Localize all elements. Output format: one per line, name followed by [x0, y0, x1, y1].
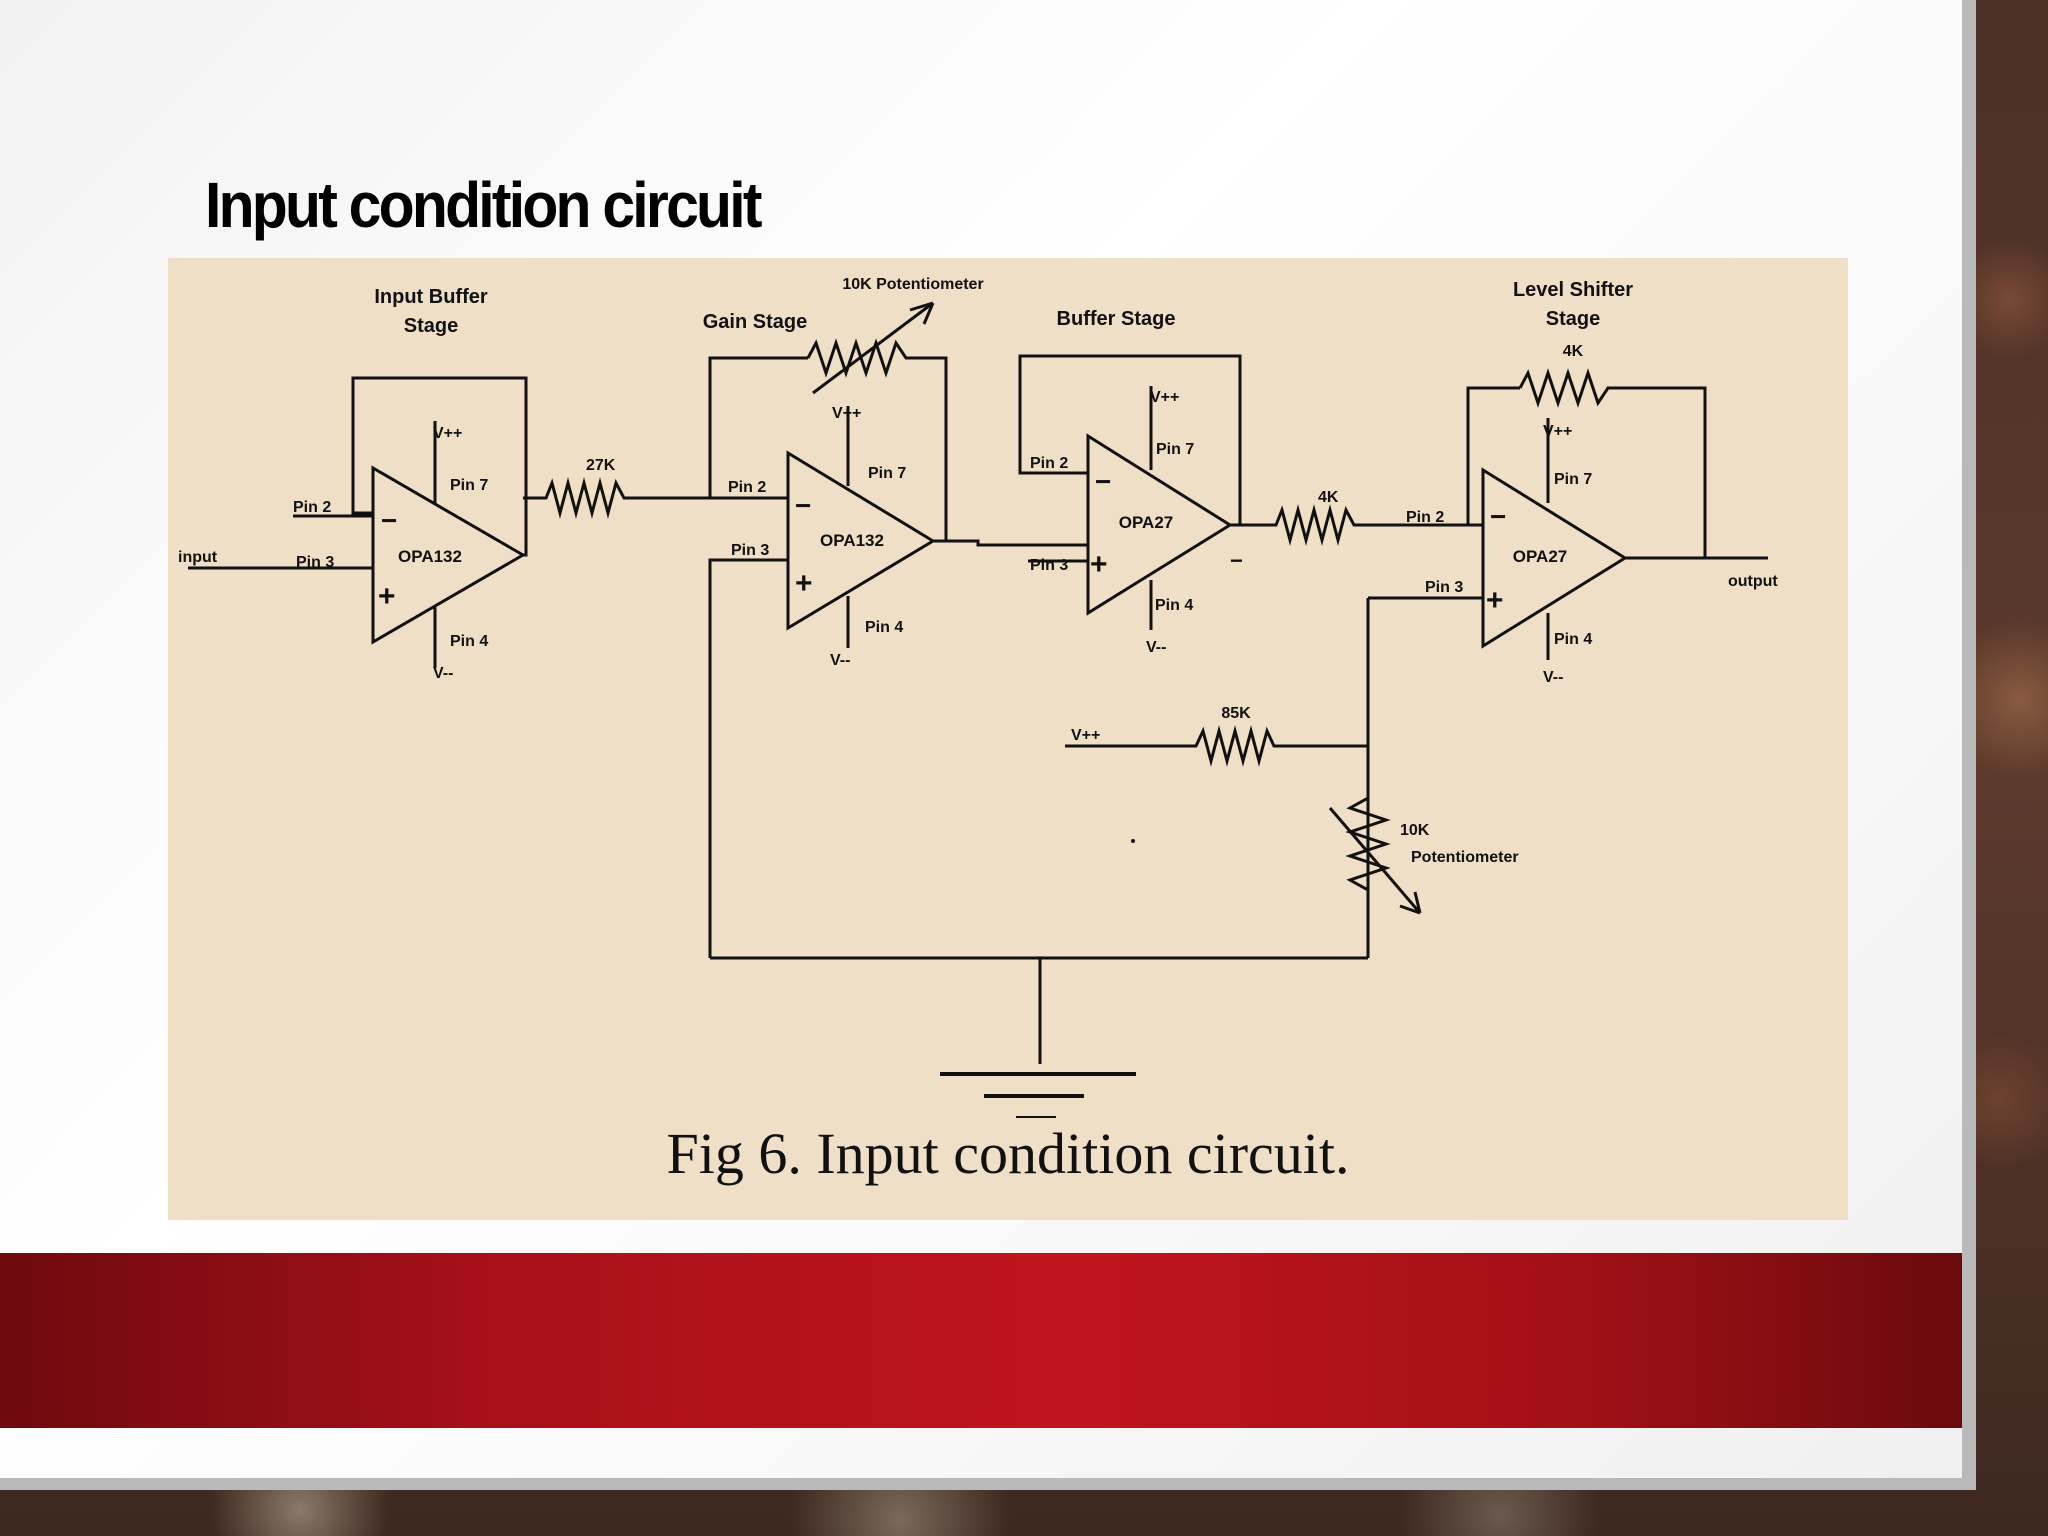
pot-bottom-label-2: Potentiometer	[1411, 849, 1519, 866]
opamp-3-minus-sign: −	[1095, 466, 1111, 497]
label-input: input	[178, 549, 218, 566]
opamp-4-triangle	[1481, 467, 1628, 649]
opamp-3-pin2: Pin 2	[1030, 455, 1068, 472]
pot-bottom-label-1: 10K	[1400, 822, 1430, 839]
circuit-figure: Input Buffer Stage 10K Potentiometer Gai…	[168, 258, 1848, 1220]
opamp-2-vminus: V--	[830, 652, 850, 669]
pot-top-arrow	[812, 301, 934, 395]
label-pot-top: 10K Potentiometer	[842, 276, 983, 293]
opamp-4-plus-sign: +	[1486, 584, 1504, 617]
bias-vsupply-label: V++	[1071, 727, 1100, 744]
opamp-1-name: OPA132	[398, 547, 462, 566]
pot-bottom-arrow	[1328, 807, 1422, 915]
opamp-2-minus-sign: −	[795, 490, 811, 521]
label-buffer-stage: Buffer Stage	[1057, 308, 1176, 330]
opamp-3-vplus: V++	[1150, 389, 1179, 406]
red-accent-band	[0, 1253, 1962, 1428]
opamp-2-pin3: Pin 3	[731, 542, 769, 559]
resistor-4k-feedback	[1518, 368, 1707, 560]
opamp-2-vplus: V++	[832, 405, 861, 422]
opamp-1-pin2: Pin 2	[293, 499, 331, 516]
opamp-3-vminus: V--	[1146, 639, 1166, 656]
resistor-85k	[1065, 725, 1368, 767]
slide-title: Input condition circuit	[205, 169, 762, 241]
opamp-3-plus-sign: +	[1090, 548, 1108, 581]
opamp-2-feedback-left	[708, 356, 808, 498]
label-level-shifter-stage-2: Stage	[1546, 308, 1600, 330]
resistor-4k-input	[1240, 504, 1483, 546]
opamp-1-plus-sign: +	[378, 580, 396, 613]
opamp-4-vplus: V++	[1543, 423, 1572, 440]
opamp-2-plus-sign: +	[795, 567, 813, 600]
stray-dot	[1131, 839, 1135, 843]
label-input-buffer-stage-1: Input Buffer	[374, 286, 488, 308]
opamp-4-vminus: V--	[1543, 669, 1563, 686]
opamp-2-triangle	[786, 450, 936, 631]
opamp-3-feedback	[1018, 354, 1242, 527]
opamp-2-pin4: Pin 4	[865, 619, 903, 636]
wire-opamp2-to-opamp3	[933, 539, 1088, 547]
opamp-3-name: OPA27	[1119, 513, 1174, 532]
opamp-3-pin7: Pin 7	[1156, 441, 1194, 458]
pot-bottom-resistor	[1345, 788, 1391, 958]
circuit-diagram: Input Buffer Stage 10K Potentiometer Gai…	[178, 276, 1778, 1118]
opamp-1-pin7: Pin 7	[450, 477, 488, 494]
opamp-3-triangle	[1086, 433, 1233, 616]
label-output: output	[1728, 573, 1778, 590]
opamp-4-pin2: Pin 2	[1406, 509, 1444, 526]
resistor-4k-feedback-label: 4K	[1563, 343, 1584, 360]
opamp-1-feedback	[351, 376, 528, 557]
opamp-1-pin3: Pin 3	[296, 554, 334, 571]
opamp-1-triangle	[371, 465, 526, 645]
resistor-4k-input-label: 4K	[1318, 489, 1339, 506]
opamp-4-feedback-left	[1466, 386, 1520, 525]
opamp-1-minus-sign: −	[381, 505, 397, 536]
opamp-2-name: OPA132	[820, 531, 884, 550]
opamp-1-vplus: V++	[433, 425, 462, 442]
opamp-1-vminus: V--	[433, 665, 453, 682]
opamp-4-minus-sign: −	[1490, 501, 1506, 532]
opamp-3-pin3: Pin 3	[1030, 557, 1068, 574]
label-level-shifter-stage-1: Level Shifter	[1513, 279, 1633, 301]
opamp-4-name: OPA27	[1513, 547, 1568, 566]
opamp-3-out-minus: −	[1230, 548, 1243, 573]
ground-symbol	[940, 1072, 1136, 1118]
opamp-2-pin7: Pin 7	[868, 465, 906, 482]
opamp-4-pin7: Pin 7	[1554, 471, 1592, 488]
resistor-27k-label: 27K	[586, 457, 616, 474]
resistor-85k-label: 85K	[1221, 705, 1251, 722]
opamp-2-pin2: Pin 2	[728, 479, 766, 496]
label-gain-stage: Gain Stage	[703, 311, 807, 333]
pot-top-arrowhead	[909, 301, 935, 325]
opamp-2-in-pos-wire	[708, 558, 788, 958]
opamp-1-pin4: Pin 4	[450, 633, 488, 650]
pot-top-resistor	[806, 338, 948, 543]
opamp-4-pin4: Pin 4	[1554, 631, 1592, 648]
figure-caption: Fig 6. Input condition circuit.	[666, 1121, 1350, 1186]
resistor-27k	[523, 477, 670, 519]
label-input-buffer-stage-2: Stage	[404, 315, 458, 337]
opamp-4-pin3: Pin 3	[1425, 579, 1463, 596]
opamp-3-pin4: Pin 4	[1155, 597, 1193, 614]
